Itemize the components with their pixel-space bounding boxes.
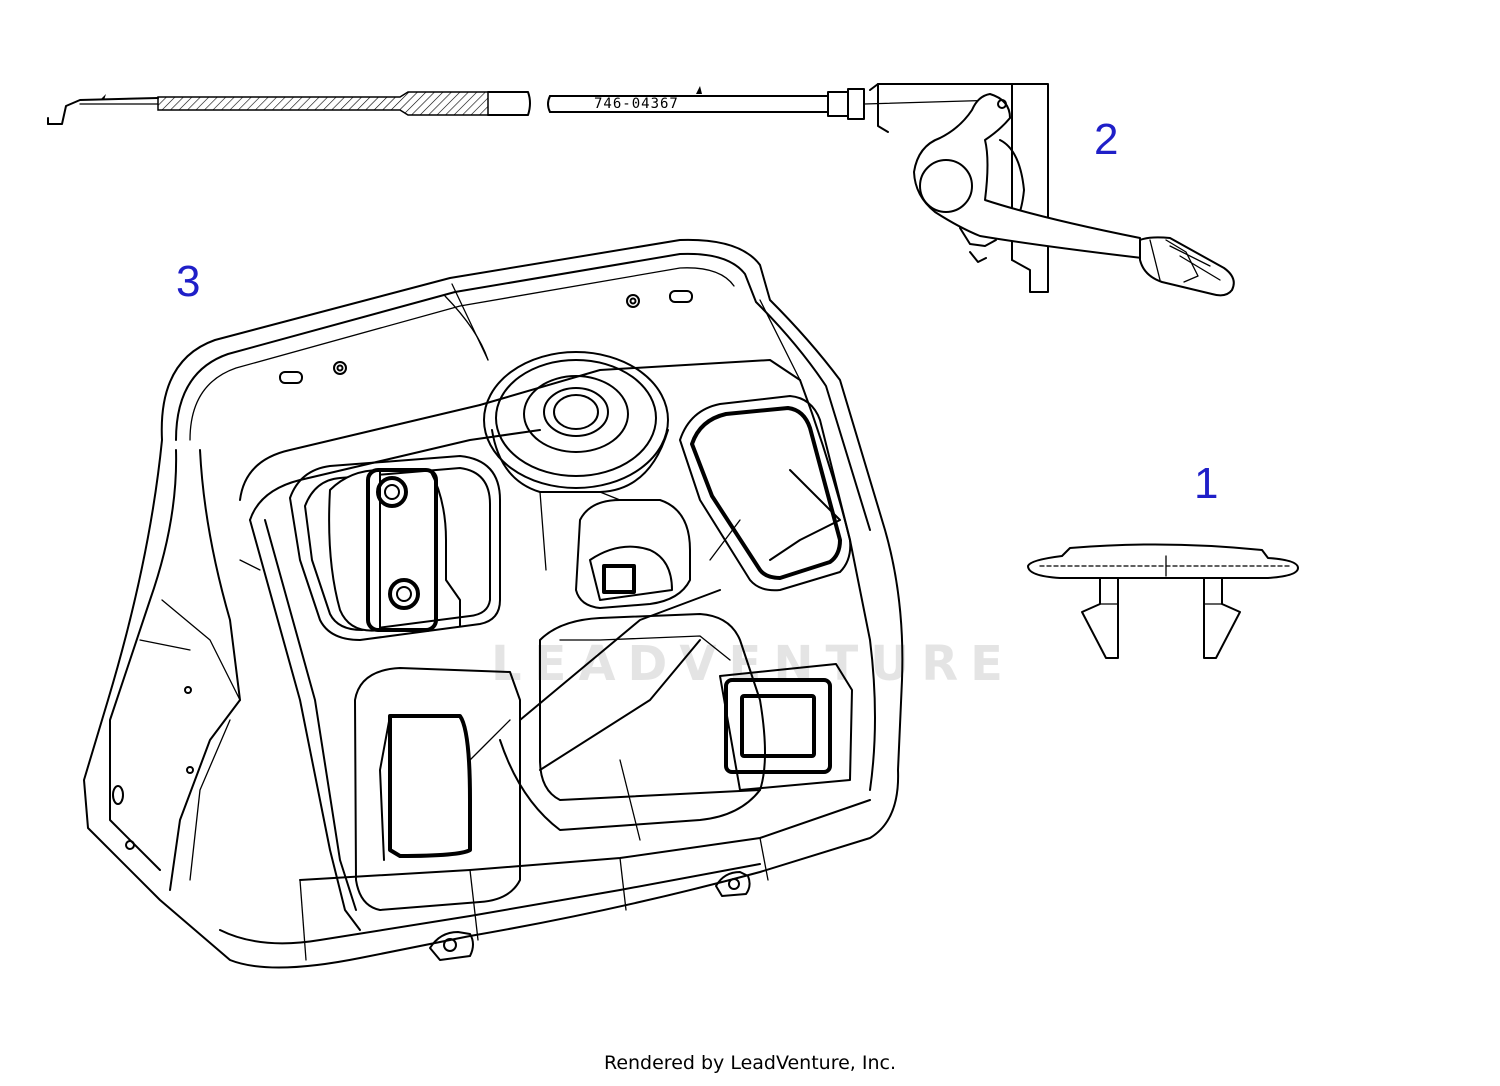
- watermark-text: LEADVENTURE: [491, 636, 1015, 692]
- dash-panel-part[interactable]: [83, 238, 904, 969]
- throttle-lever-part[interactable]: [869, 83, 1235, 297]
- callout-part-3[interactable]: 3: [176, 257, 201, 306]
- cable-part-number: 746-04367: [594, 96, 679, 112]
- throttle-cable-part[interactable]: [47, 86, 1001, 125]
- push-rivet-part[interactable]: [1027, 543, 1299, 659]
- callout-part-2[interactable]: 2: [1094, 115, 1119, 164]
- footer-credit: Rendered by LeadVenture, Inc.: [603, 1052, 897, 1074]
- callout-part-1[interactable]: 1: [1194, 459, 1219, 508]
